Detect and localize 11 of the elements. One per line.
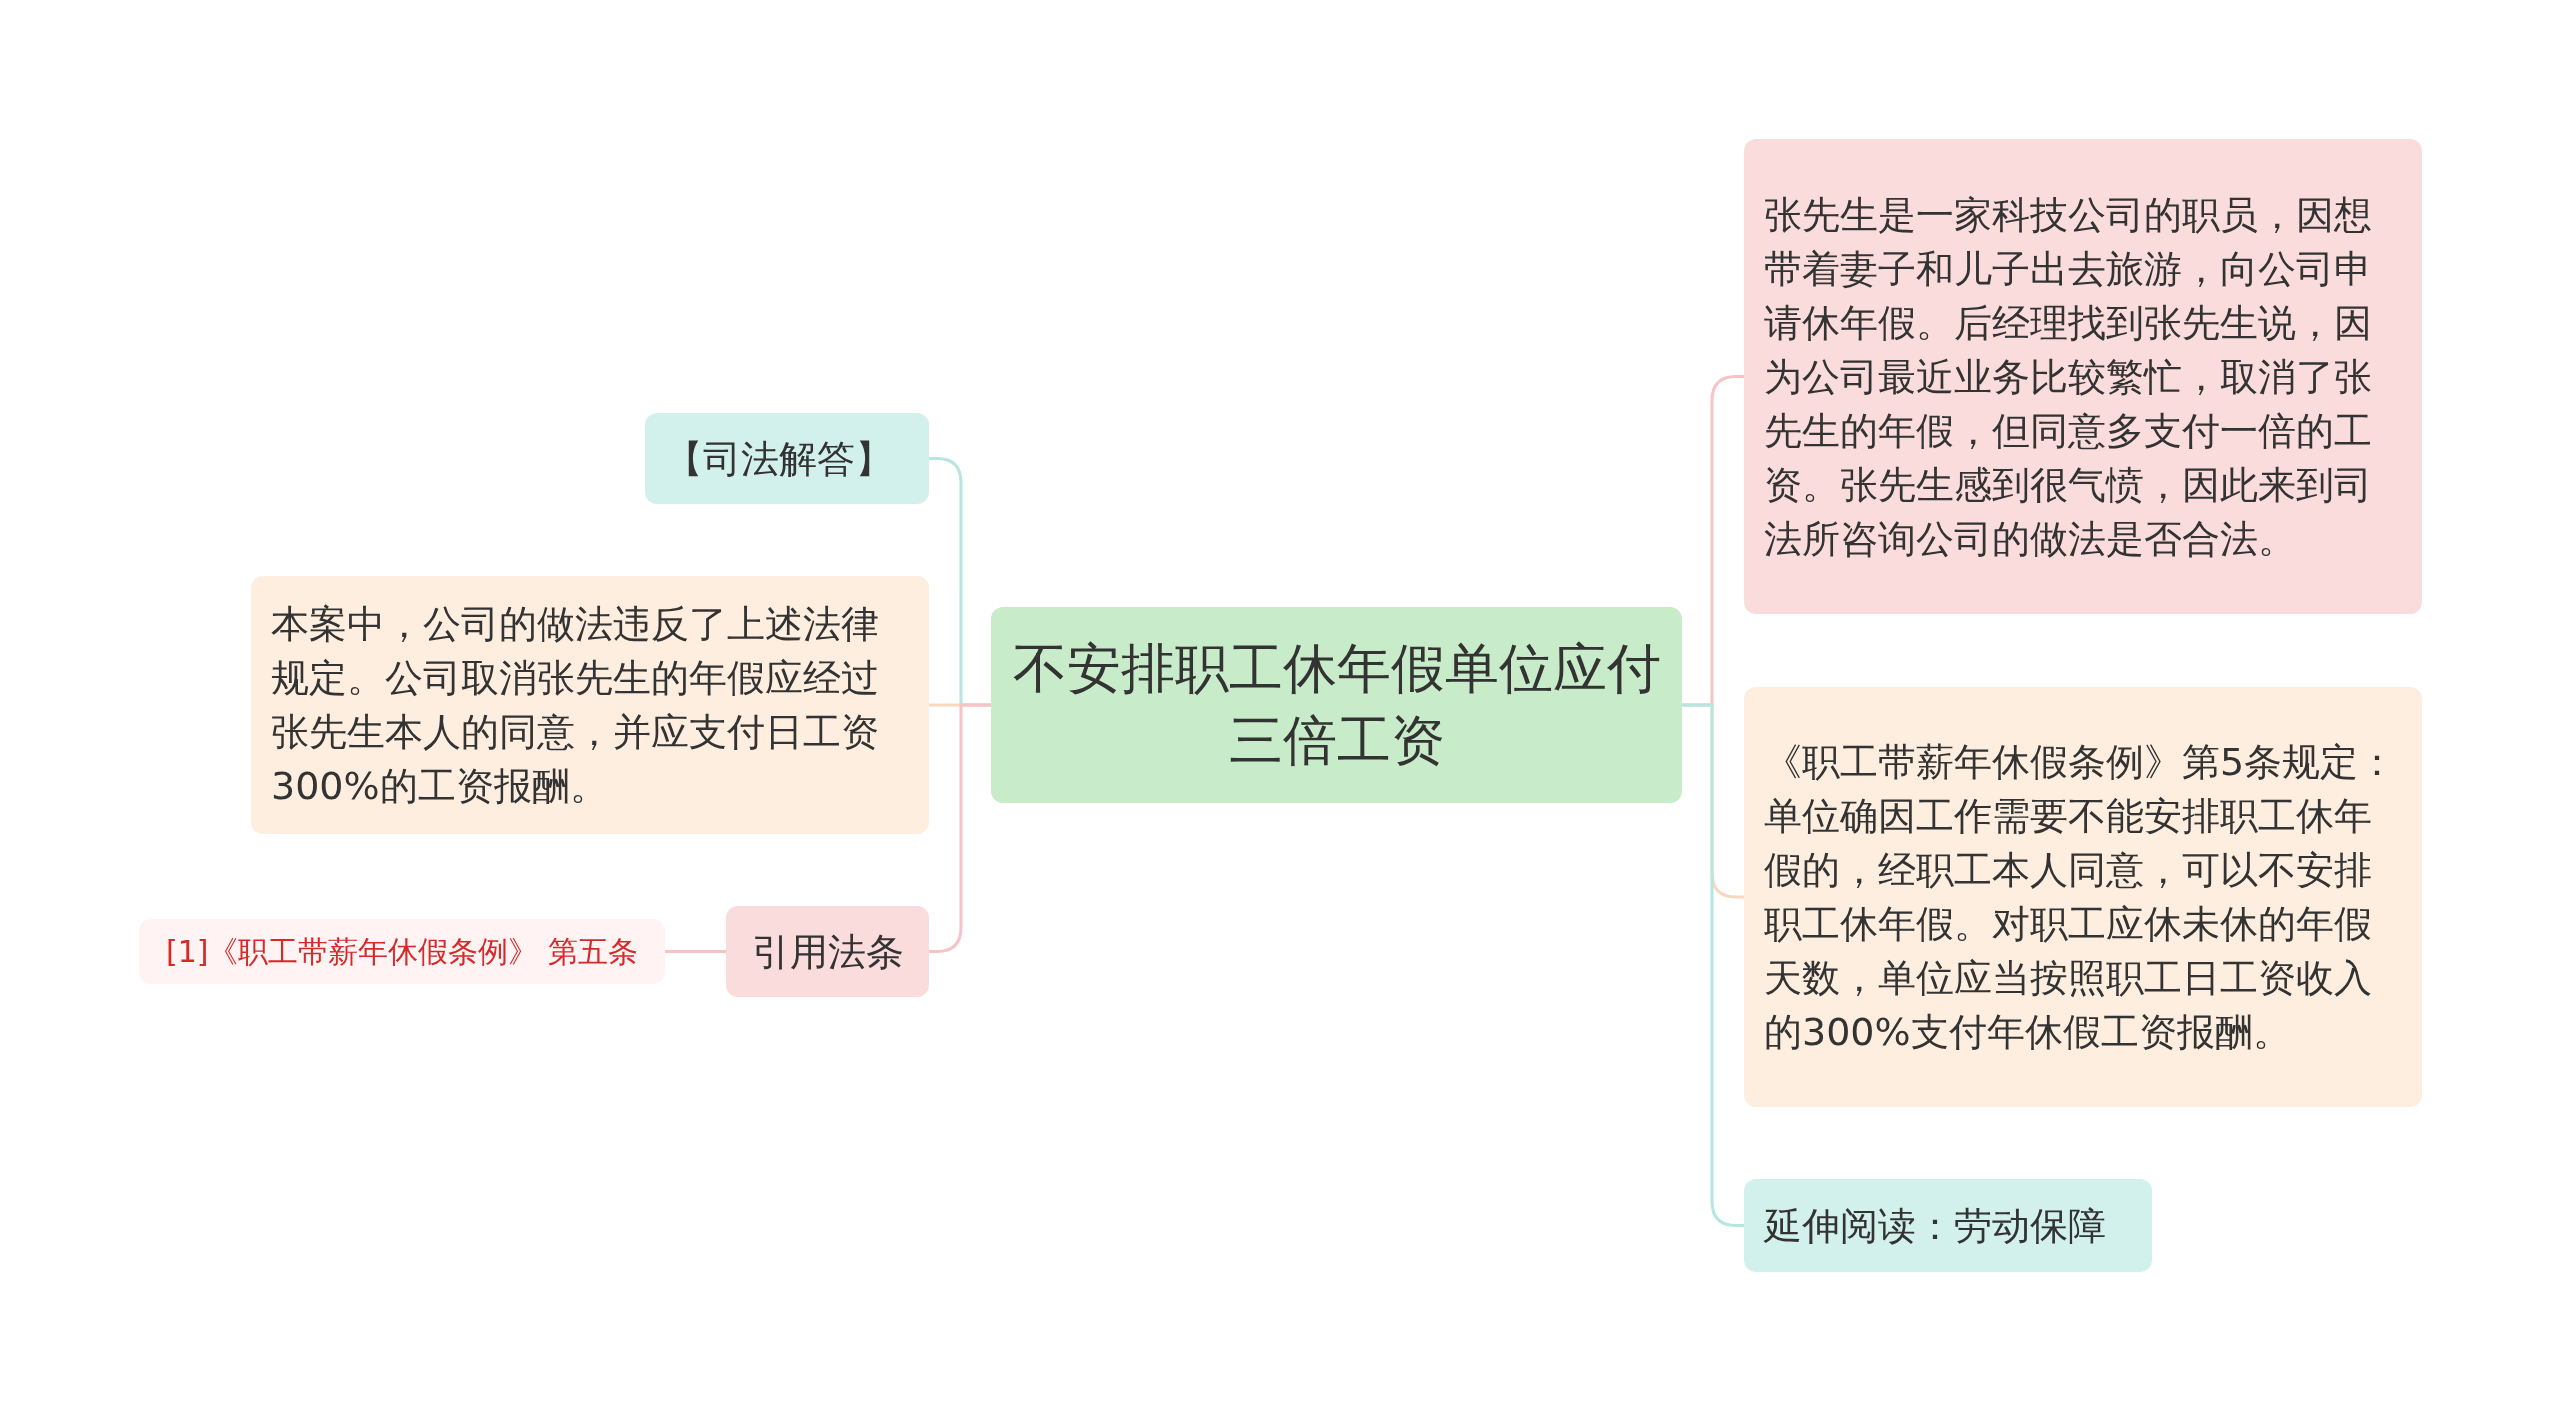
topic-box: 张先生是一家科技公司的职员，因想带着妻子和儿子出去旅游，向公司申请休年假。后经理找到张先生说，因为公司最近业务比较繁忙，取消了张先生的年假，但同意多支付一倍的工资。张先生感到很气愤，因此来到司法所咨询公司的做法是否合法。 xyxy=(1744,139,2422,614)
topic-box: 【司法解答】 xyxy=(645,413,929,504)
topic-box: 延伸阅读：劳动保障 xyxy=(1744,1179,2152,1272)
topic-box: 不安排职工休年假单位应付三倍工资 xyxy=(991,607,1682,803)
topic-box: 《职工带薪年休假条例》第5条规定：单位确因工作需要不能安排职工休年假的，经职工本人同意，可以不安排职工休年假。对职工应休未休的年假天数，单位应当按照职工日工资收入的300%支付年休假工资报酬。 xyxy=(1744,687,2422,1107)
reference-link: [1]《职工带薪年休假条例》 第五条 xyxy=(139,919,665,984)
topic-box: 本案中，公司的做法违反了上述法律规定。公司取消张先生的年假应经过张先生本人的同意，并应支付日工资300%的工资报酬。 xyxy=(251,576,929,834)
connector-line xyxy=(665,950,726,953)
topic-box: 引用法条 xyxy=(726,906,929,997)
connector-line xyxy=(1682,703,1744,1227)
connector-line xyxy=(929,703,991,953)
